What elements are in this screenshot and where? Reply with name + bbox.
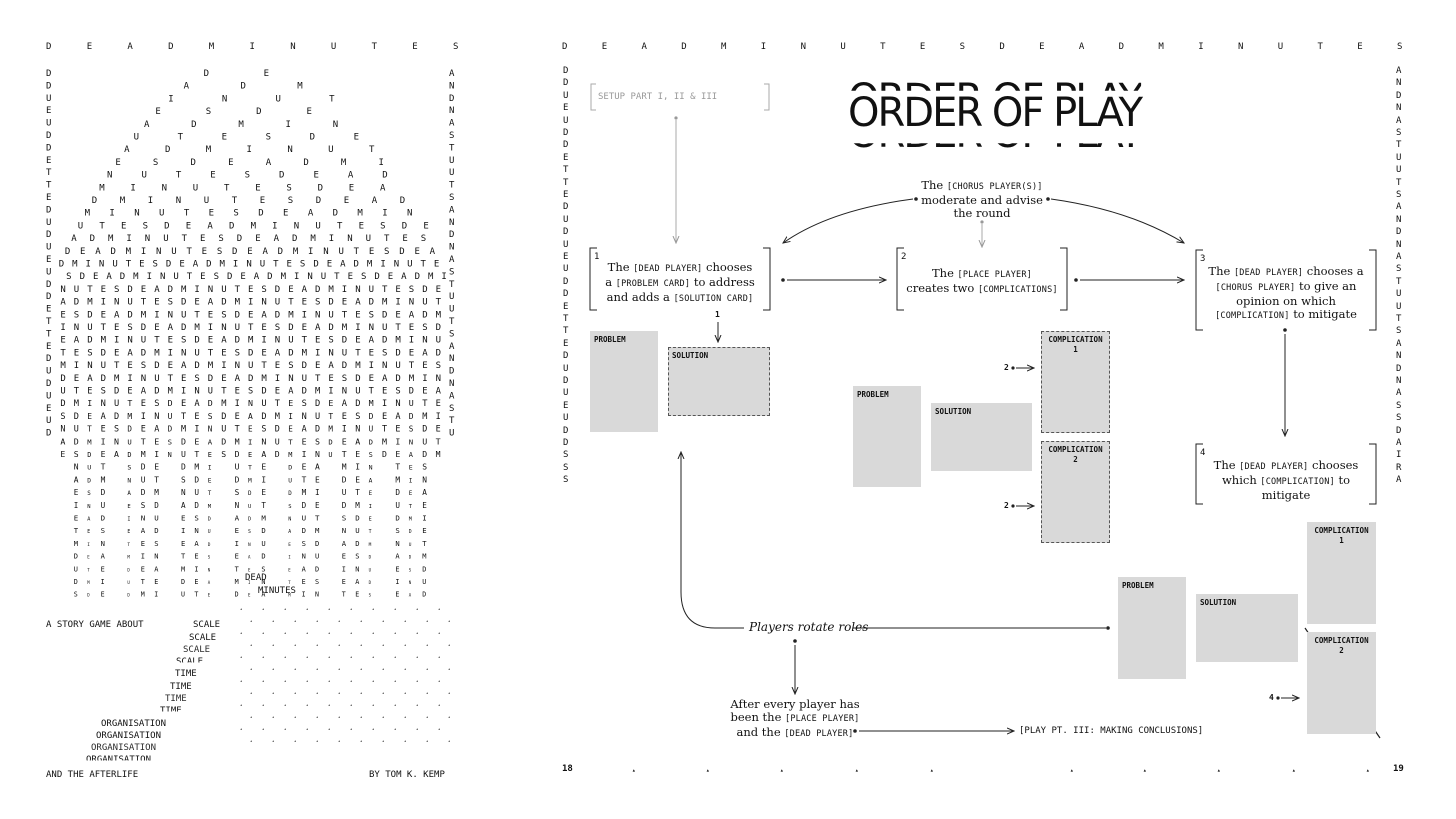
card-label: SOLUTION: [935, 407, 971, 416]
step-text: opinion on which: [1236, 294, 1336, 308]
page-number-right: 19: [1393, 764, 1404, 774]
chorus-text: The: [921, 178, 943, 192]
card-label: PROBLEM: [594, 335, 626, 344]
step-1: 1 The [DEAD PLAYER] chooses a [PROBLEM C…: [591, 249, 769, 309]
complication-card-1: COMPLICATION1: [1041, 331, 1110, 433]
card-label: COMPLICATION2: [1307, 636, 1376, 656]
card-label: PROBLEM: [857, 390, 889, 399]
chorus-player-tag: [CHORUS PLAYER(S)]: [947, 182, 1043, 192]
card-label-text: COMPLICATION: [1314, 526, 1368, 535]
step-text: creates two: [906, 281, 974, 295]
step-text: and the: [737, 725, 781, 739]
complication-tag: [COMPLICATION]: [1260, 477, 1334, 487]
problem-card-tag: [PROBLEM CARD]: [616, 279, 690, 289]
step-text: to give an: [1299, 279, 1356, 293]
step-number: 2: [901, 251, 906, 264]
complication-card-2-discarded: COMPLICATION2: [1307, 632, 1376, 734]
card-label-number: 1: [1339, 536, 1344, 545]
chorus-text: the round: [953, 206, 1010, 220]
step-text: chooses: [1312, 458, 1358, 472]
footer-mark: ▴: [855, 767, 859, 774]
step-text: to: [1339, 473, 1351, 487]
solution-card: SOLUTION: [668, 347, 770, 416]
step-3: 3 The [DEAD PLAYER] chooses a [CHORUS PL…: [1197, 251, 1375, 329]
card-label: SOLUTION: [672, 351, 708, 360]
place-player-tag: [PLACE PLAYER]: [785, 714, 859, 724]
place-player-tag: [PLACE PLAYER]: [958, 270, 1032, 280]
card-label-number: 1: [1073, 345, 1078, 354]
solution-card: SOLUTION: [1196, 594, 1298, 662]
step-number: 4: [1200, 447, 1205, 460]
card-label: SOLUTION: [1200, 598, 1236, 607]
footer-mark: ▴: [1070, 767, 1074, 774]
step-text: The: [608, 260, 630, 274]
solution-card-tag: [SOLUTION CARD]: [674, 294, 754, 304]
card-label-text: COMPLICATION: [1048, 445, 1102, 454]
marker-4: 4: [1269, 693, 1274, 702]
step-text: to mitigate: [1293, 307, 1357, 321]
end-condition: After every player has been the [PLACE P…: [725, 698, 865, 741]
card-label: COMPLICATION2: [1041, 445, 1110, 465]
step-number: 3: [1200, 253, 1205, 266]
dead-player-tag: [DEAD PLAYER]: [1234, 268, 1303, 278]
next-section-link: [PLAY PT. III: MAKING CONCLUSIONS]: [1019, 726, 1203, 736]
rotate-roles-label: Players rotate roles: [749, 620, 868, 634]
problem-card: PROBLEM: [1118, 577, 1186, 679]
step-4: 4 The [DEAD PLAYER] chooses which [COMPL…: [1197, 445, 1375, 503]
step-text: The: [932, 266, 954, 280]
complications-tag: [COMPLICATIONS]: [978, 285, 1058, 295]
dead-player-tag: [DEAD PLAYER]: [1239, 462, 1308, 472]
card-label-text: COMPLICATION: [1048, 335, 1102, 344]
step-text: chooses a: [1307, 264, 1364, 278]
footer-mark: ▴: [706, 767, 710, 774]
card-label: COMPLICATION1: [1307, 526, 1376, 546]
step-text: The: [1208, 264, 1230, 278]
complication-card-1: COMPLICATION1: [1307, 522, 1376, 624]
step-text: and adds a: [607, 290, 670, 304]
step-text: mitigate: [1262, 488, 1311, 502]
card-label-number: 2: [1073, 455, 1078, 464]
card-label: COMPLICATION1: [1041, 335, 1110, 355]
problem-card: PROBLEM: [590, 331, 658, 432]
card-label-text: COMPLICATION: [1314, 636, 1368, 645]
footer-mark: ▴: [930, 767, 934, 774]
complication-tag: [COMPLICATION]: [1215, 311, 1289, 321]
step-text: to address: [694, 275, 755, 289]
marker-1: 1: [715, 310, 720, 319]
dead-player-tag: [DEAD PLAYER]: [784, 729, 853, 739]
step-text: been the: [731, 710, 782, 724]
step-text: The: [1214, 458, 1236, 472]
marker-2: 2: [1004, 501, 1009, 510]
step-text: which: [1222, 473, 1257, 487]
footer-mark: ▴: [780, 767, 784, 774]
chorus-step: The [CHORUS PLAYER(S)] moderate and advi…: [900, 179, 1064, 220]
footer-mark: ▴: [1366, 767, 1370, 774]
step-text: After every player has: [730, 697, 859, 711]
step-2: 2 The [PLACE PLAYER] creates two [COMPLI…: [898, 249, 1066, 309]
step-number: 1: [594, 251, 599, 264]
setup-reference: SETUP PART I, II & III: [598, 92, 717, 102]
card-label-number: 2: [1339, 646, 1344, 655]
dead-player-tag: [DEAD PLAYER]: [633, 264, 702, 274]
problem-card: PROBLEM: [853, 386, 921, 487]
step-text: chooses: [706, 260, 752, 274]
marker-2: 2: [1004, 363, 1009, 372]
chorus-player-tag: [CHORUS PLAYER]: [1216, 283, 1296, 293]
card-label: PROBLEM: [1122, 581, 1154, 590]
footer-mark: ▴: [1143, 767, 1147, 774]
chorus-text: moderate and advise: [921, 193, 1043, 207]
footer-mark: ▴: [1292, 767, 1296, 774]
footer-mark: ▴: [1217, 767, 1221, 774]
solution-card: SOLUTION: [931, 403, 1032, 471]
footer-mark: ▴: [632, 767, 636, 774]
step-text: a: [605, 275, 612, 289]
